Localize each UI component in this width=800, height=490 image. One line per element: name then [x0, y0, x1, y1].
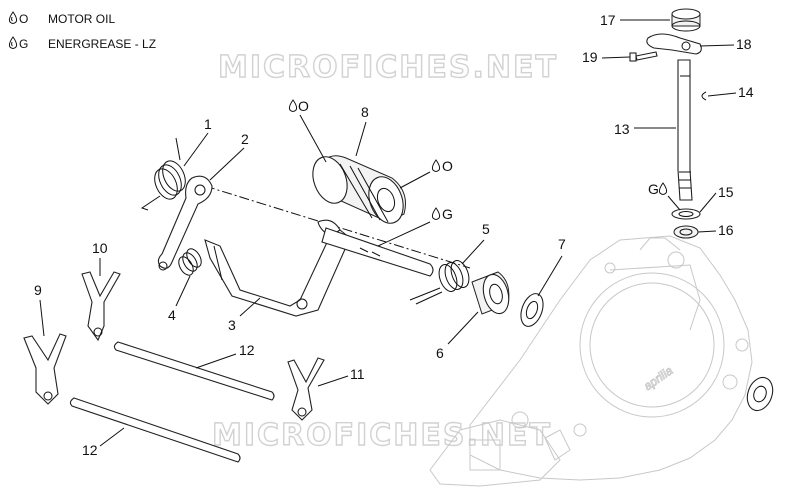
- callout-15: 15: [718, 184, 734, 200]
- callout-10: 10: [92, 240, 108, 256]
- callout-13: 13: [614, 121, 630, 137]
- callout-14: 14: [738, 84, 754, 100]
- lube-mark-code: G: [648, 181, 659, 197]
- legend-code-grease: G: [19, 37, 28, 51]
- legend-oil-drop-icon: [8, 11, 18, 24]
- callout-7: 7: [558, 236, 566, 252]
- part-9-fork: [23, 333, 67, 405]
- callout-17: 17: [600, 12, 616, 28]
- part-18-lever: [646, 33, 702, 55]
- callout-11: 11: [350, 366, 365, 382]
- engine-cover-ghost: aprilia: [429, 235, 753, 487]
- lube-mark-grease-shaft: G: [431, 206, 453, 222]
- callout-1: 1: [204, 116, 212, 132]
- part-2-lever: [157, 175, 213, 271]
- callout-2: 2: [241, 131, 249, 147]
- callout-16: 16: [718, 222, 734, 238]
- part-3-selector-shaft: [204, 219, 434, 317]
- callout-5: 5: [482, 221, 490, 237]
- legend-code-oil: O: [19, 12, 28, 26]
- part-10-fork: [81, 271, 121, 342]
- part-19-screw: [629, 51, 658, 62]
- callout-8: 8: [361, 104, 369, 120]
- watermark-bottom: MICROFICHES.NET: [212, 418, 552, 453]
- legend-text-grease: ENERGREASE - LZ: [48, 37, 156, 51]
- part-11-fork: [287, 357, 325, 421]
- lube-mark-code: O: [442, 158, 453, 174]
- lube-mark-oil-drum-left: O: [288, 98, 309, 114]
- callout-3: 3: [228, 317, 236, 333]
- lube-mark-grease-seal: G: [648, 181, 668, 197]
- part-7-washer: [520, 293, 544, 327]
- part-12-rod-upper: [113, 341, 275, 401]
- legend-grease-drop-icon: [8, 36, 18, 49]
- callout-12-lower: 12: [82, 442, 98, 458]
- legend-text-oil: MOTOR OIL: [48, 12, 115, 26]
- callout-9: 9: [34, 282, 42, 298]
- part-16-bearing: [673, 225, 699, 239]
- callout-6: 6: [436, 345, 444, 361]
- part-12-rod-lower: [69, 397, 241, 463]
- cover-washer-ghost: [746, 376, 774, 412]
- part-15-seal: [671, 208, 701, 220]
- lube-mark-code: G: [442, 206, 453, 222]
- part-6-bushing: [471, 271, 510, 315]
- callout-12-upper: 12: [239, 342, 255, 358]
- callout-4: 4: [168, 307, 176, 323]
- part-4-small-spring: [178, 248, 202, 276]
- part-8-shift-drum: [312, 155, 406, 224]
- part-14-circlip: [701, 91, 707, 101]
- cover-logo: aprilia: [641, 363, 676, 393]
- lube-mark-code: O: [298, 98, 309, 114]
- callout-18: 18: [736, 36, 752, 52]
- part-5-spring: [409, 260, 470, 305]
- callout-19: 19: [582, 49, 598, 65]
- part-13-shaft: [677, 59, 693, 201]
- watermark-top: MICROFICHES.NET: [218, 50, 558, 85]
- part-17-bearing: [671, 8, 701, 32]
- legend: O MOTOR OIL G ENERGREASE - LZ: [8, 11, 156, 51]
- lube-mark-oil-drum-right: O: [431, 158, 453, 174]
- part-1-spring: [140, 137, 186, 211]
